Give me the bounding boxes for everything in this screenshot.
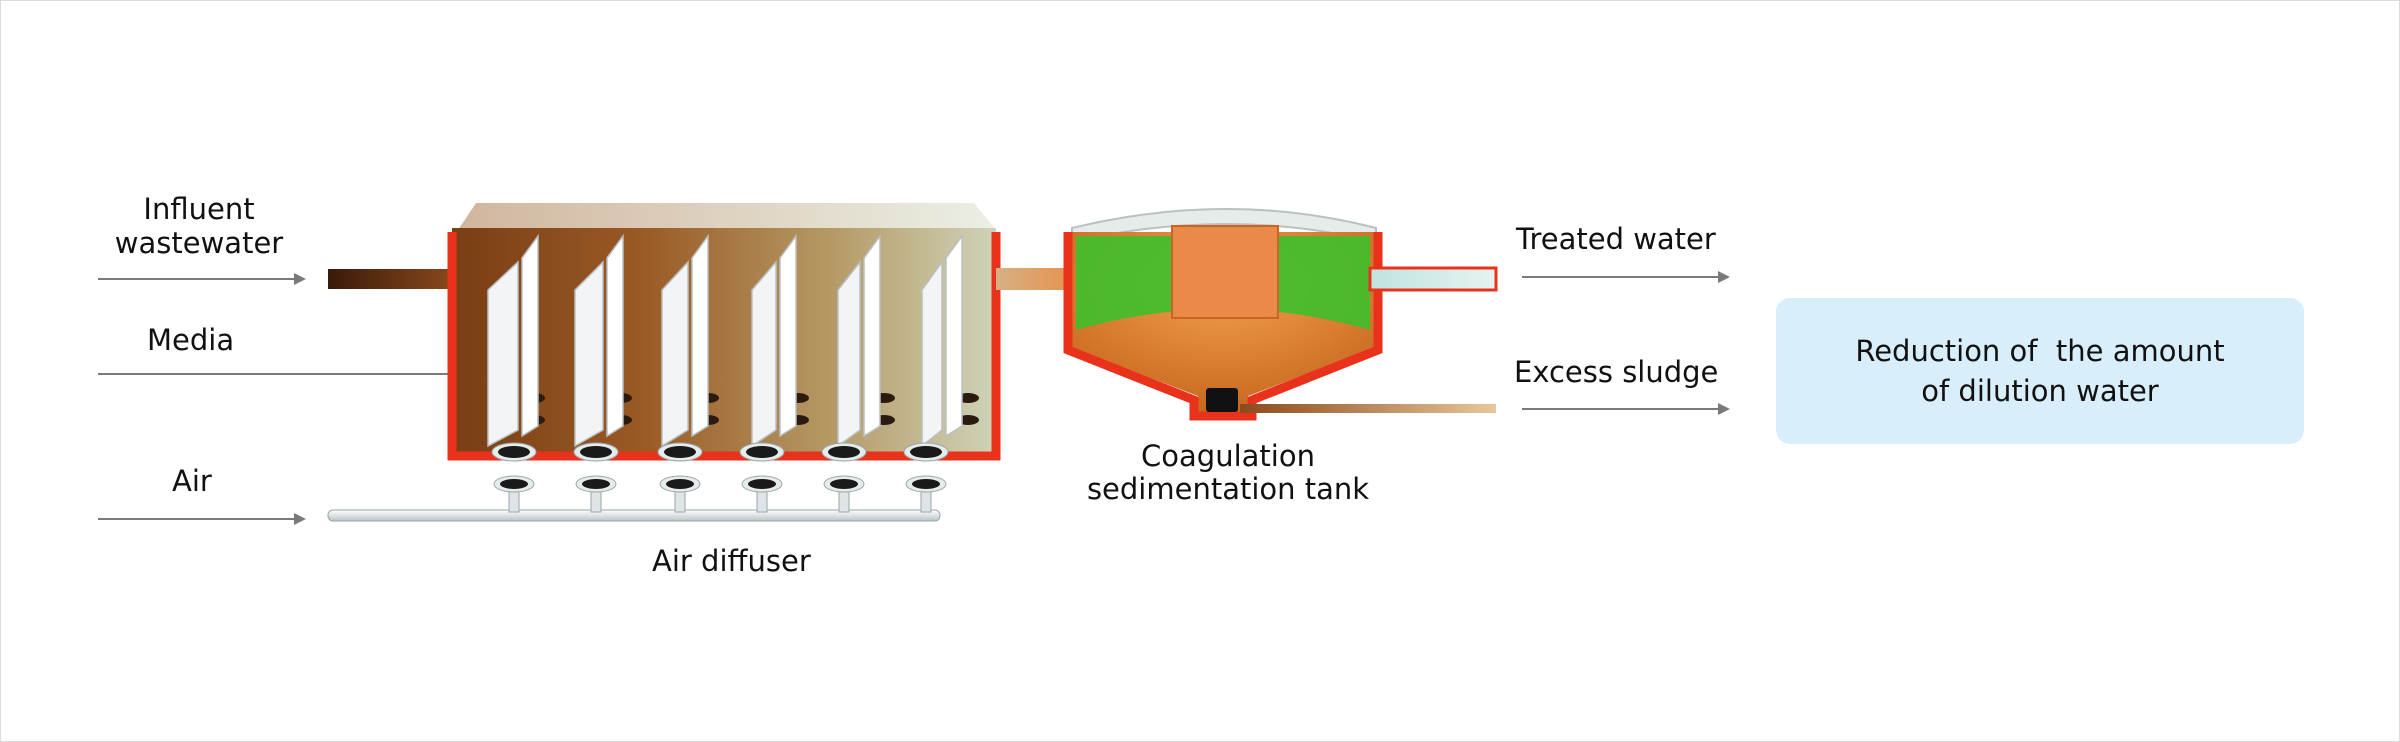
air-label: Air [172, 464, 212, 498]
diffuser-icon [573, 442, 619, 513]
influent-pipe [328, 269, 456, 289]
media-panel-icon [574, 233, 632, 448]
air-diffusers [491, 442, 949, 513]
treated-water-label: Treated water [1516, 222, 1716, 256]
diffuser-icon [657, 442, 703, 513]
influent-label: Influent wastewater [114, 192, 284, 260]
coagulation-label: Coagulation sedimentation tank [1086, 439, 1370, 506]
media-label: Media [147, 323, 235, 357]
media-panel-icon [487, 233, 545, 448]
reactor-tank [447, 203, 1001, 461]
excess-sludge-label: Excess sludge [1514, 355, 1719, 389]
diffuser-icon [821, 442, 867, 513]
diffuser-icon [739, 442, 785, 513]
media-panel-icon [751, 233, 809, 448]
media-panel-icon [921, 233, 979, 448]
media-panel-icon [837, 233, 895, 448]
result-box: Reduction of the amount of dilution wate… [1776, 298, 2304, 444]
air-pipe [327, 509, 941, 522]
media-panels [487, 233, 979, 448]
media-panel-icon [661, 233, 719, 448]
diffuser-icon [491, 442, 537, 513]
diffuser-icon [903, 442, 949, 513]
treated-water-pipe [1368, 266, 1498, 292]
sludge-pipe [1240, 404, 1496, 413]
result-line-2: of dilution water [1921, 374, 2159, 408]
air-diffuser-label: Air diffuser [652, 544, 811, 578]
coagulation-tank [1063, 208, 1383, 421]
result-line-1: Reduction of the amount [1855, 334, 2225, 368]
